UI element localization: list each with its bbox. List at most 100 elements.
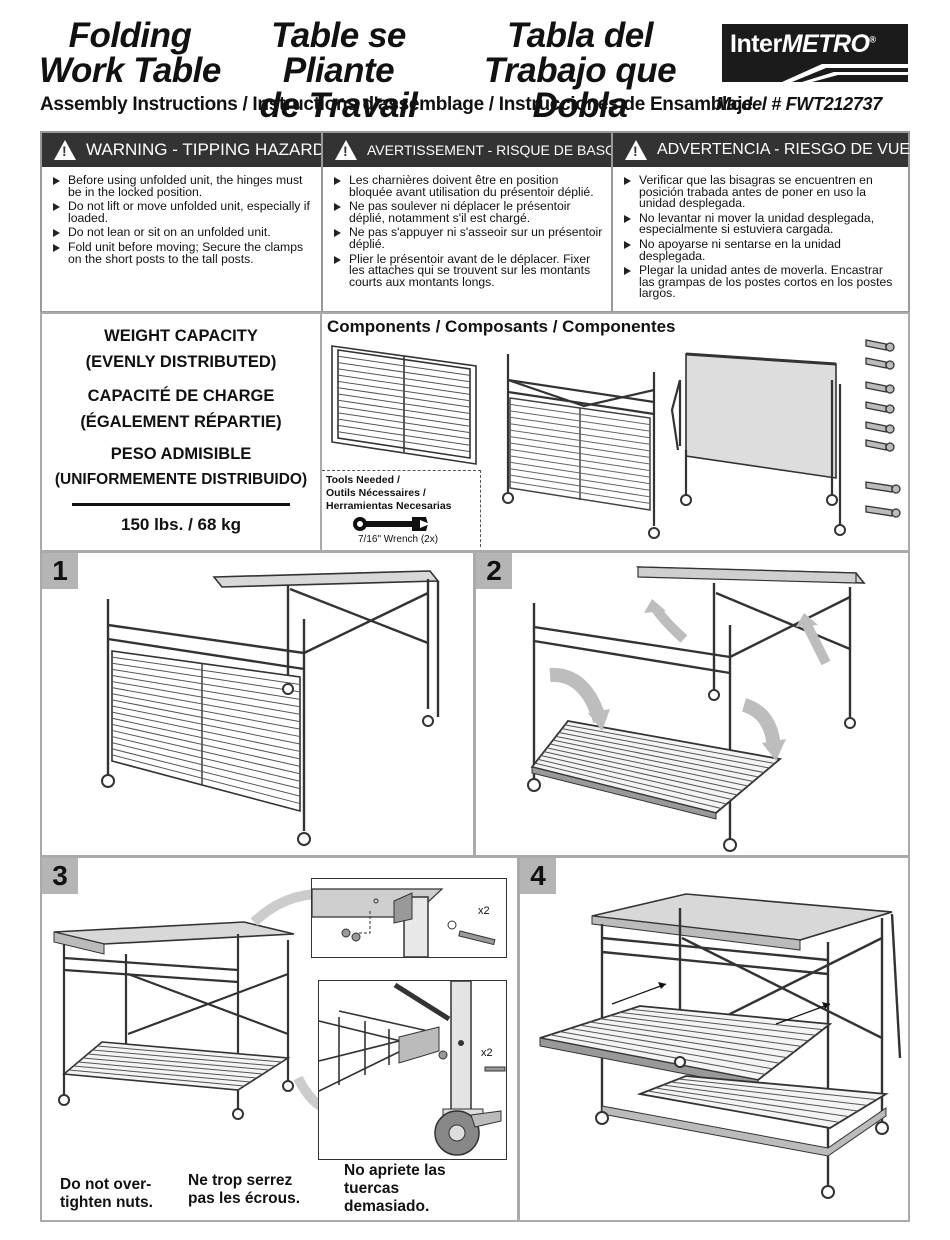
wire-slat [509,481,651,504]
bolt-part [885,442,895,452]
warning-triangle-icon: ! [335,140,357,160]
wire-slat [337,368,471,389]
wire-slat [73,1065,251,1083]
wire-slat [555,735,759,778]
wire-slat [337,418,471,440]
logo-metro: METRO [781,30,870,58]
wire-slat [569,1027,780,1064]
title-french-line2: de Travail [259,86,418,125]
title-french-line1: Table se Pliante [271,16,406,90]
warning-triangle-icon: ! [54,140,76,160]
warning-heading-text: AVERTISSEMENT - RISQUE DE BASCULEMENT [367,142,683,158]
warning-list-english: Before using unfolded unit, the hinges m… [52,174,313,265]
wire-slat [662,1084,859,1112]
warning-item: Do not lean or sit on an unfolded unit. [52,226,313,239]
wire-slat [111,705,301,745]
step3-panel: 3 [40,856,519,1222]
wire-slat [589,1021,795,1053]
wire-slat [111,748,301,797]
wire-slat [647,1090,840,1123]
wire-slat [579,1024,787,1059]
bolt-part [885,342,895,352]
wire-slat [509,436,651,458]
wire-slat [509,455,651,478]
detail-top-illustration [312,888,496,957]
wire-slat [678,1078,877,1101]
capacity-fr-line1: CAPACITÉ DE CHARGE [87,387,275,405]
wire-slat [111,742,301,790]
warning-heading-english: ! WARNING - TIPPING HAZARD [42,133,325,167]
tools-line3: Herramientas Necesarias [326,500,452,512]
wire-slat [509,429,651,452]
tools-line1: Tools Needed / [326,474,400,486]
wrench-icon [353,517,430,531]
logo-inter: Inter [730,30,782,58]
tools-box: Tools Needed / Outils Nécessaires / Herr… [322,470,481,547]
wire-slat [111,668,301,700]
wire-slat [111,736,301,782]
note-spanish-line2: tuercas [344,1180,400,1197]
note-spanish: No apriete las tuercas demasiado. [344,1162,446,1216]
wire-slat [111,662,301,693]
tools-line2: Outils Nécessaires / [326,487,426,499]
wire-slat [619,1011,816,1036]
wire-slat [97,1045,282,1063]
wire-slat [111,729,301,775]
wrench-label: 7/16" Wrench (2x) [358,534,439,545]
warning-item: Verificar que las bisagras se encuentren… [623,174,900,210]
bolt-part [885,404,895,414]
step1-illustration [101,570,440,846]
wire-slat [68,1069,245,1087]
title-spanish: Tabla del Trabajo que Dobla [455,18,705,123]
components-panel: Components / Composants / Componentes [320,312,910,552]
warning-triangle-icon: ! [625,140,647,160]
capacity-value: 150 lbs. / 68 kg [120,515,241,534]
warning-box-french: ! AVERTISSEMENT - RISQUE DE BASCULEMENT … [321,131,682,313]
note-spanish-line1: No apriete las [344,1162,446,1179]
wire-slat [82,1057,264,1075]
wire-slat [337,412,471,434]
wire-slat [111,674,301,708]
warning-item: Plegar la unidad antes de moverla. Encas… [623,264,900,300]
bolt-part [891,484,901,494]
clamp-part [865,339,887,351]
bolt-part [885,384,895,394]
detail-bottom-quantity: x2 [481,1047,493,1059]
detail-bottom-illustration [319,981,506,1156]
wire-slat [111,699,301,738]
step3-number: 3 [42,858,78,894]
warning-item: Ne pas soulever ni déplacer le présentoi… [333,200,603,224]
wire-slat [111,754,301,805]
title-spanish-line1: Tabla del [507,16,653,55]
logo-stripes [782,64,908,82]
wire-slat [111,711,301,752]
warning-list-french: Les charnières doivent être en position … [333,174,603,288]
wire-slat [670,1081,868,1106]
wire-slat [509,448,651,472]
wire-slat [337,431,471,453]
title-spanish-line2: Trabajo que Dobla [483,51,677,125]
step2-panel: 2 [474,551,910,857]
clamp-part [865,381,887,393]
wire-slat [509,416,651,439]
note-english: Do not over- tighten nuts. [60,1176,153,1212]
step4-panel: 4 [518,856,910,1222]
warning-item: Do not lift or move unfolded unit, espec… [52,200,313,224]
wire-slat [337,399,471,421]
wire-slat [564,724,775,764]
wire-slat [78,1061,257,1079]
clamp-part [865,481,893,493]
wire-slat [92,1049,276,1067]
intermetro-logo: InterMETRO® [722,24,908,82]
bolt-part [885,360,895,370]
wire-slat [549,1034,766,1075]
wire-slat [509,423,651,445]
wire-slat [337,362,471,383]
wire-slat [655,1087,849,1118]
component-folding-shelf [331,345,477,465]
wire-slat [509,410,651,432]
capacity-panel: WEIGHT CAPACITY (EVENLY DISTRIBUTED) CAP… [40,312,322,552]
wire-slat [337,393,471,414]
wire-slat [111,656,301,685]
wire-slat [534,762,722,809]
